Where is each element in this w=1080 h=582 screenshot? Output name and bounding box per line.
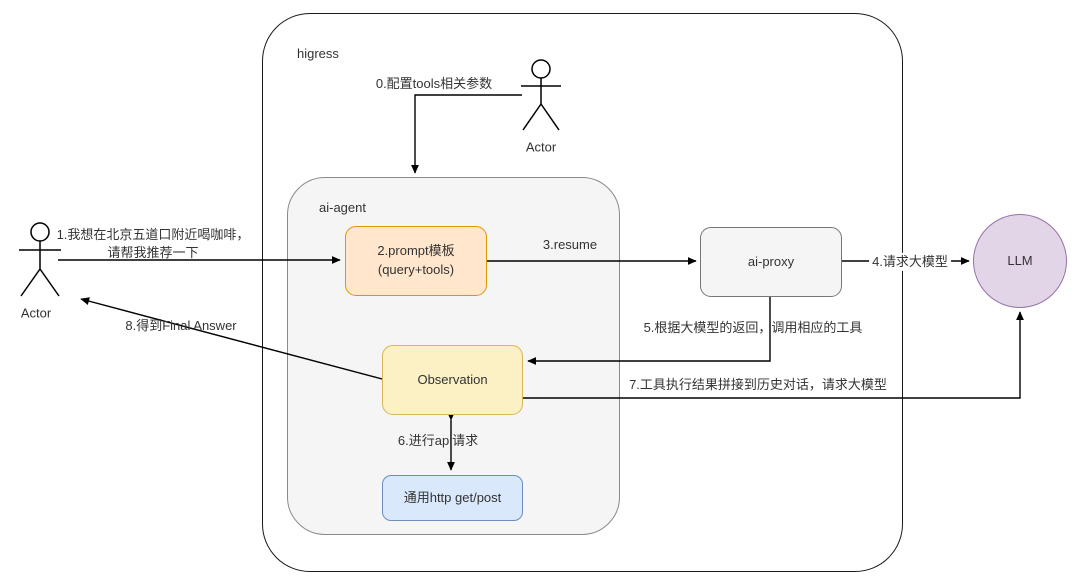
higress-container-label: higress	[297, 46, 339, 61]
http-tool-node: 通用http get/post	[382, 475, 523, 521]
ai-agent-container-label: ai-agent	[319, 200, 366, 215]
edge-1-label-line1: 1.我想在北京五道口附近喝咖啡，	[56, 226, 250, 242]
llm-node: LLM	[973, 214, 1067, 308]
edge-4-label: 4.请求大模型	[869, 252, 951, 272]
edge-1-label: 1.我想在北京五道口附近喝咖啡， 请帮我推荐一下	[57, 226, 250, 262]
edge-7-label: 7.工具执行结果拼接到历史对话，请求大模型	[629, 376, 887, 392]
prompt-template-label-line2: (query+tools)	[377, 262, 455, 277]
ai-proxy-node: ai-proxy	[700, 227, 842, 297]
edge-0-label: 0.配置tools相关参数	[375, 75, 493, 91]
edge-5-label: 5.根据大模型的返回，调用相应的工具	[643, 319, 863, 335]
edge-3-label: 3.resume	[542, 236, 598, 252]
actor-left-label: Actor	[20, 305, 52, 321]
prompt-template-node: 2.prompt模板 (query+tools)	[345, 226, 487, 296]
actor-top-label: Actor	[525, 139, 557, 155]
llm-label: LLM	[1007, 252, 1033, 268]
ai-proxy-label: ai-proxy	[747, 253, 795, 269]
edge-8-label: 8.得到Final Answer	[125, 317, 237, 333]
observation-label: Observation	[417, 371, 488, 387]
observation-node: Observation	[382, 345, 523, 415]
actor-left-icon	[19, 222, 61, 297]
edge-6-label: 6.进行api请求	[397, 432, 479, 448]
edge-1-label-line2: 请帮我推荐一下	[107, 245, 199, 260]
http-tool-label: 通用http get/post	[403, 489, 502, 505]
prompt-template-label-line1: 2.prompt模板	[377, 243, 455, 259]
